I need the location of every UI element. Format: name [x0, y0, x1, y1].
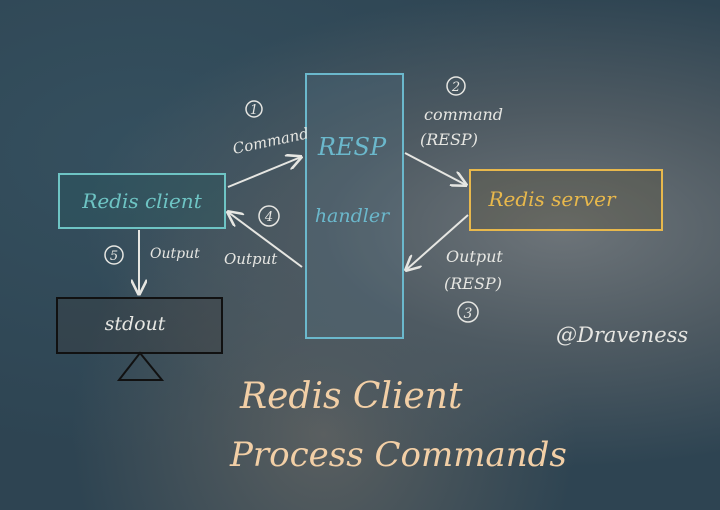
step-5-circle: [104, 245, 124, 265]
step-4-num: 4: [264, 210, 273, 225]
step-2-label: command: [424, 105, 503, 124]
step-3-sub: (RESP): [444, 274, 502, 293]
redis-client-node: Redis client: [58, 173, 226, 229]
step-2-num: 2: [451, 80, 460, 95]
step-1-circle: [245, 100, 263, 118]
step-3-num: 3: [464, 306, 473, 322]
arrow-resp-to-server: [404, 152, 466, 185]
stdout-stand-icon: [116, 351, 165, 381]
title-line-1: Redis Client: [239, 376, 463, 417]
handler-label: handler: [315, 205, 391, 227]
step-3-circle: [457, 301, 479, 323]
arrow-client-to-resp: [227, 157, 301, 188]
step-1-label: Command: [231, 124, 310, 158]
step-2-circle: [446, 76, 466, 96]
arrow-resp-to-client: [228, 212, 303, 268]
step-4-circle: [258, 205, 280, 227]
redis-server-label: Redis server: [487, 187, 617, 211]
signature: @Draveness: [556, 323, 688, 347]
resp-label: RESP: [317, 133, 387, 161]
title-line-2: Process Commands: [229, 435, 567, 475]
stdout-label: stdout: [105, 313, 166, 335]
redis-client-label: Redis client: [81, 189, 202, 213]
step-2-sub: (RESP): [420, 130, 478, 149]
redis-server-node: Redis server: [469, 169, 663, 231]
stdout-node: stdout: [56, 297, 223, 381]
arrow-server-to-resp: [406, 214, 469, 270]
resp-handler-node: RESP handler: [305, 73, 404, 339]
step-3-label: Output: [446, 247, 503, 266]
step-5-label: Output: [150, 246, 200, 262]
step-4-label: Output: [224, 250, 278, 268]
step-5-num: 5: [110, 249, 118, 264]
step-1-num: 1: [250, 103, 258, 118]
step-circles: [104, 76, 479, 323]
